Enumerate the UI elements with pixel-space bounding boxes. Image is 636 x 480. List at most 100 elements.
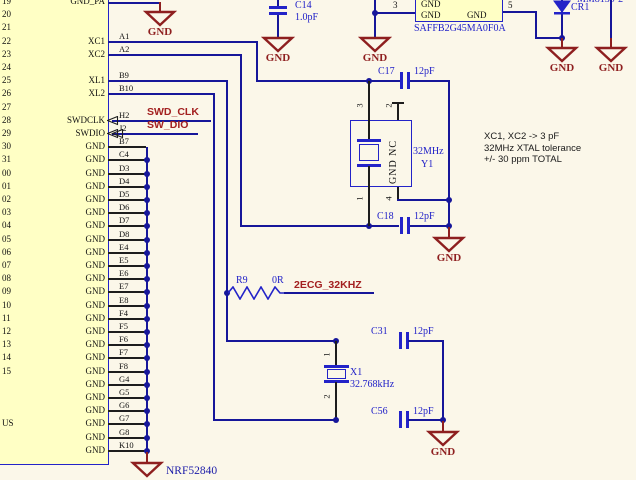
pin-name: GND [85, 260, 106, 270]
pin-designator: E6 [119, 268, 129, 278]
gnd-triangle-icon [130, 461, 164, 478]
gnd-bus-wire [146, 147, 148, 452]
pin-name: SWDCLK [67, 115, 105, 125]
c56-wire-h [408, 419, 444, 421]
pin-designator: G6 [119, 400, 130, 410]
nrf52840-ic-body [0, 0, 109, 465]
nrf52840-ref: NRF52840 [166, 465, 218, 477]
y1-crystal-plate [357, 164, 381, 167]
gnd-pin-stub [108, 252, 146, 254]
c14-wire-top [277, 0, 279, 6]
pin-designator: G8 [119, 427, 130, 437]
c31-ref: C31 [371, 326, 388, 337]
pin-designator: D5 [119, 189, 130, 199]
gnd-pin-stub [108, 186, 146, 188]
pin-name: GND [85, 154, 106, 164]
pin-designator: G5 [119, 387, 130, 397]
gnd-pin-stub [108, 265, 146, 267]
pin-name: GND [85, 366, 106, 376]
x1-pin1 [335, 341, 337, 366]
pin-name: GND [85, 234, 106, 244]
x1-pin1-number: 1 [321, 352, 332, 357]
gnd-pin-stub [108, 318, 146, 320]
c31-capacitor [399, 332, 402, 349]
pin-number: 02 [2, 194, 11, 204]
pin-number: 26 [2, 88, 11, 98]
pin-designator: F4 [119, 308, 128, 318]
pin-name: GND [85, 352, 106, 362]
pin-name: GND [85, 432, 106, 442]
pin-designator: D3 [119, 163, 130, 173]
y1-pin2-nc-tick [392, 102, 404, 104]
xc2-wire-v [240, 54, 242, 227]
c56-value: 12pF [413, 406, 434, 417]
design-note: XC1, XC2 -> 3 pF 32MHz XTAL tolerance +/… [484, 131, 581, 166]
pin-number: 08 [2, 273, 11, 283]
gnd-power-symbol-cr1: GND [545, 46, 579, 74]
pin-designator: D8 [119, 229, 130, 239]
pin-name: XL2 [88, 88, 106, 98]
y1-pin4-wire [397, 199, 450, 201]
xl2-wire-v [213, 93, 215, 421]
cr1-wire [561, 0, 563, 37]
pin-number: 23 [2, 49, 11, 59]
pin-number: 22 [2, 36, 11, 46]
swd-clk-wire [112, 120, 211, 122]
pin-number: 24 [2, 62, 11, 72]
c18-ref: C18 [377, 211, 394, 222]
gnd-triangle-icon [358, 36, 392, 53]
gnd-bus-stem [146, 452, 148, 462]
pin-name: SWDIO [75, 128, 106, 138]
cr1-part-number: MM8130-2 [577, 0, 623, 5]
pin-designator: C4 [119, 149, 129, 159]
y1-pin-names: GND NC [388, 139, 399, 184]
gnd-pin-stub [108, 423, 146, 425]
xl1-wire-h2 [226, 340, 337, 342]
pin-number: 27 [2, 102, 11, 112]
gnd-pin-stub [108, 371, 146, 373]
x1-crystal-plate [324, 380, 349, 383]
pin-name: GND [85, 207, 106, 217]
pin-name: XL1 [88, 75, 106, 85]
pin-number: 03 [2, 207, 11, 217]
pin-designator: G7 [119, 413, 130, 423]
saw-pin3-number: 3 [393, 0, 398, 10]
gnd-label: GND [436, 252, 462, 264]
pin-name: GND [85, 247, 106, 257]
c56-ref: C56 [371, 406, 388, 417]
gnd-power-symbol-y1: GND [432, 236, 466, 264]
pin-name: GND [85, 181, 106, 191]
c17-value: 12pF [414, 66, 435, 77]
sw-dio-wire [112, 133, 198, 135]
pin-number: 15 [2, 366, 11, 376]
xl1-wire-h1 [108, 80, 228, 82]
pin-number: 05 [2, 234, 11, 244]
junction-dot [372, 10, 378, 16]
pin-number: 09 [2, 286, 11, 296]
junction-dot [366, 223, 372, 229]
pin-number: 01 [2, 181, 11, 191]
c18-value: 12pF [414, 211, 435, 222]
saw-pin5-wire-h2 [535, 37, 563, 39]
input-arrow-icon [107, 116, 119, 126]
cr1-diode [553, 0, 571, 15]
x1-crystal-plate [324, 365, 349, 368]
c31-value: 12pF [413, 326, 434, 337]
gnd-triangle-icon [143, 10, 177, 27]
c14-capacitor [269, 12, 287, 15]
pin-designator: E4 [119, 242, 129, 252]
gnd-stem [561, 38, 563, 47]
gnd-pin-stub [108, 384, 146, 386]
xc2-wire-h1 [108, 54, 242, 56]
pin-designator: B10 [119, 83, 134, 93]
y1-pin2-number: 2 [383, 103, 394, 108]
gnd-label: GND [147, 26, 173, 38]
pin-number: 28 [2, 115, 11, 125]
pin-designator: A2 [119, 44, 130, 54]
y1-crystal-glyph [359, 144, 379, 161]
ecg-wire [284, 292, 374, 294]
saw-pin3-wire-v [374, 0, 376, 37]
y1-pin2-nc [397, 103, 399, 120]
bidir-arrow-icon [107, 129, 124, 139]
